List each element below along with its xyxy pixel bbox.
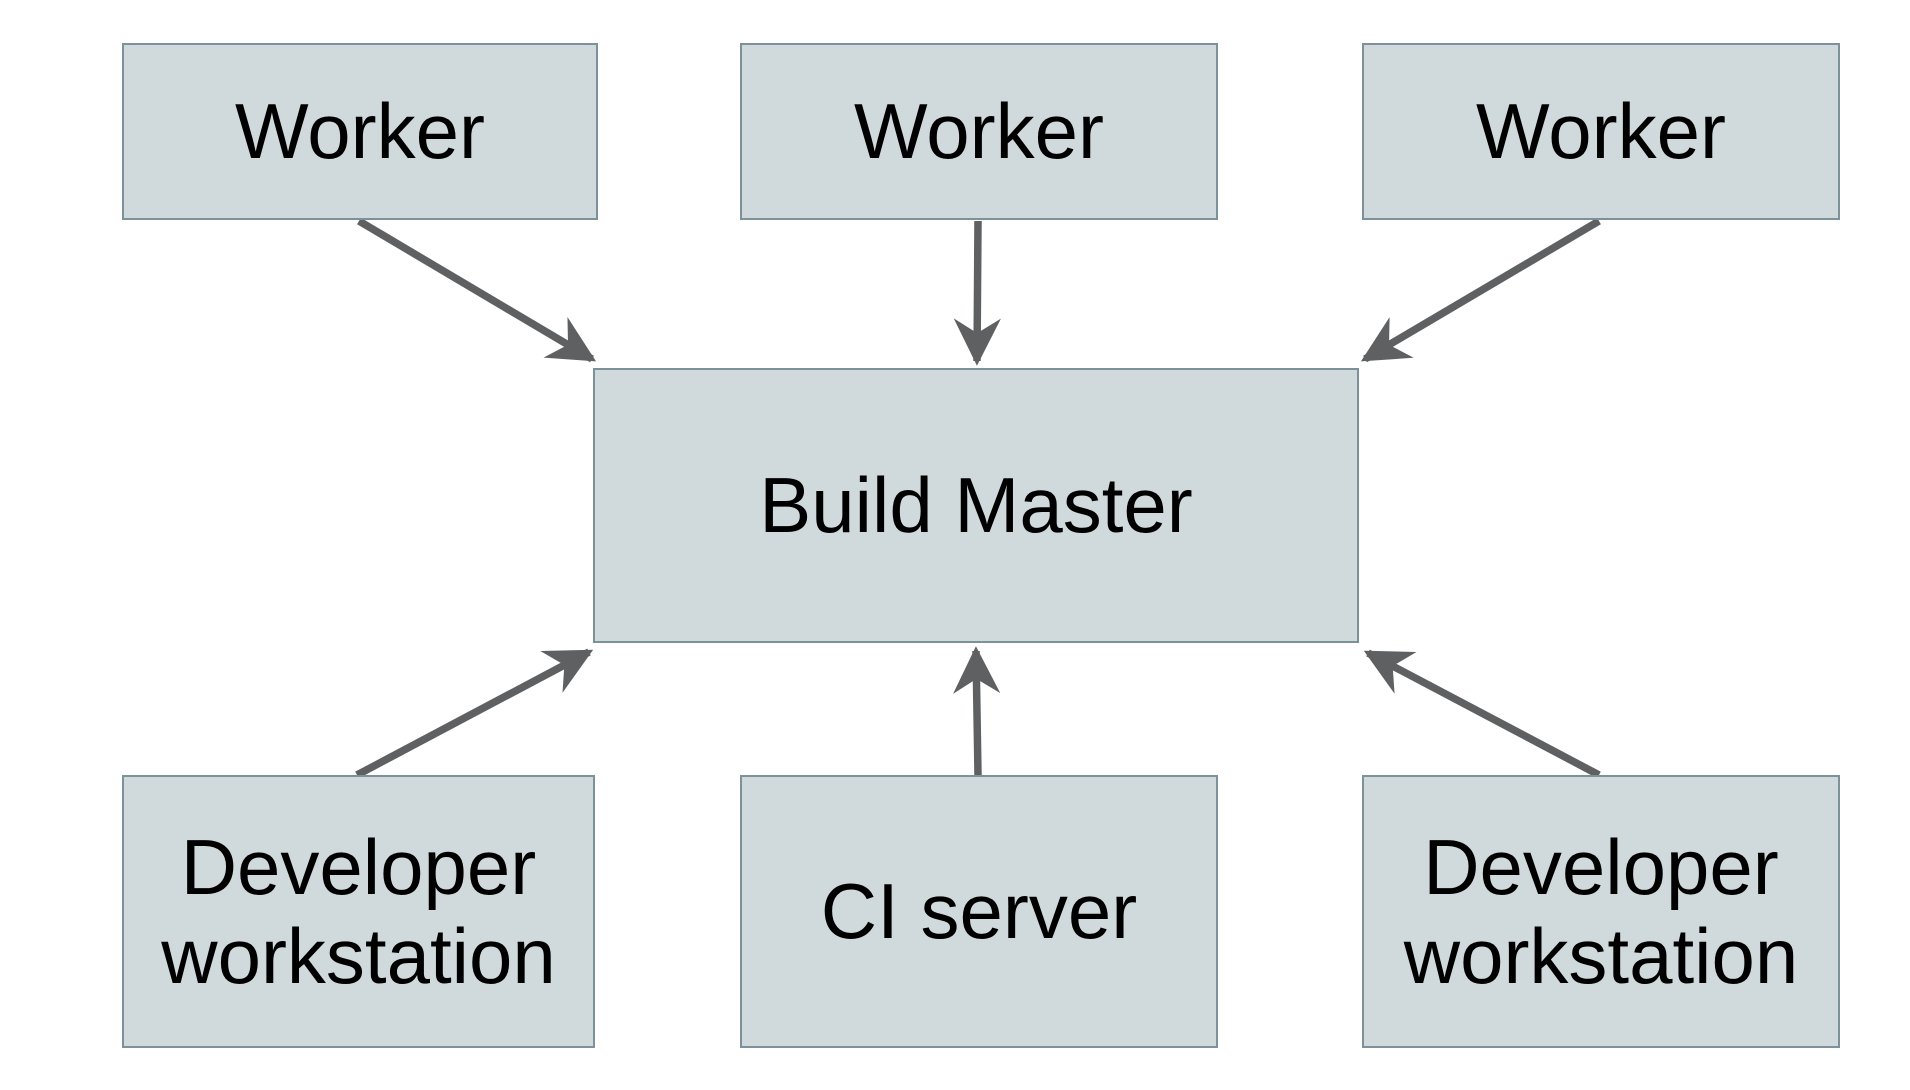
arrow-worker-2-to-build-master <box>953 220 1001 366</box>
node-build-master: Build Master <box>593 368 1359 643</box>
node-ci-server: CI server <box>740 775 1218 1048</box>
arrow-dev-left-to-build-master <box>355 648 594 779</box>
node-developer-workstation-right-label: Developer workstation <box>1403 822 1799 1000</box>
arrow-dev-right-to-build-master <box>1363 649 1601 779</box>
node-worker-1: Worker <box>122 43 598 220</box>
arrow-worker-1-to-build-master <box>357 217 597 363</box>
node-developer-workstation-left-label: Developer workstation <box>161 822 556 1000</box>
node-developer-workstation-right: Developer workstation <box>1362 775 1840 1048</box>
node-build-master-label: Build Master <box>759 461 1193 550</box>
node-worker-3: Worker <box>1362 43 1840 220</box>
arrow-worker-3-to-build-master <box>1360 217 1601 363</box>
node-developer-workstation-left: Developer workstation <box>122 775 595 1048</box>
node-worker-3-label: Worker <box>1476 87 1726 176</box>
node-worker-1-label: Worker <box>235 87 485 176</box>
node-ci-server-label: CI server <box>820 867 1138 956</box>
arrow-ci-server-to-build-master <box>953 646 1001 776</box>
node-worker-2-label: Worker <box>854 87 1104 176</box>
node-worker-2: Worker <box>740 43 1218 220</box>
